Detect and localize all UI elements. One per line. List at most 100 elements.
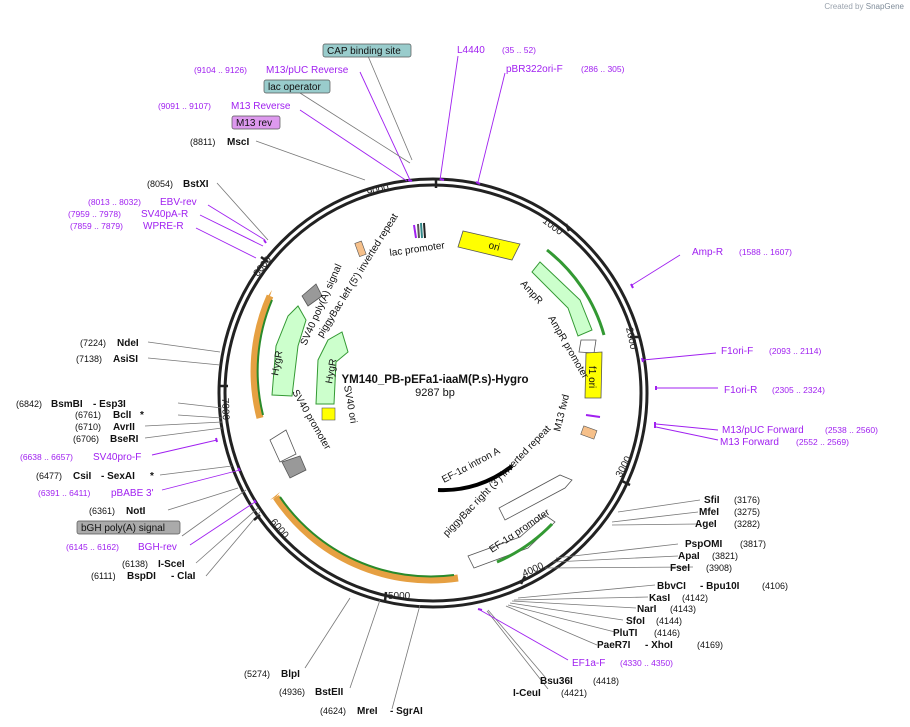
enz-bclI-pos: (6761): [75, 410, 101, 420]
enzymes-left: (8811) MscI (8054) BstXI (7224) NdeI (71…: [16, 137, 249, 582]
enzymes-bottom: Bsu36I (4418) I-CeuI (4421) (5274) BlpI …: [244, 669, 619, 717]
enzymes-right: SfiI (3176) MfeI (3275) AgeI (3282) PspO…: [597, 495, 788, 651]
hygr-b-label: HygR: [324, 358, 339, 385]
backbone-inner-ring: [223, 183, 643, 603]
primer-leader-lines: [151, 55, 719, 661]
primer-m13puc-reverse-pos: (9104 .. 9126): [194, 65, 247, 75]
sv40-polya-box: [301, 283, 323, 307]
primer-sv40pa-r-pos: (7959 .. 7978): [68, 209, 121, 219]
enz-sfoI-pos: (4144): [656, 616, 682, 626]
primer-m13puc-forward: M13/pUC Forward: [722, 425, 804, 436]
primer-marks: [215, 178, 657, 611]
primer-ebv-rev-pos: (8013 .. 8032): [88, 197, 141, 207]
enz-mscI: MscI: [227, 137, 249, 148]
primer-sv40pro-f: SV40pro-F: [93, 452, 141, 463]
enz-bspDI-pos: (6111): [91, 571, 116, 581]
enz-bclI-star: *: [140, 410, 144, 421]
enz-avrII-pos: (6710): [75, 422, 101, 432]
enz-sgrAI: - SgrAI: [390, 706, 423, 717]
bgh-polya-box: [76, 520, 181, 535]
backbone-outer-ring: [217, 177, 649, 609]
enz-i-ceuI-pos: (4421): [561, 688, 587, 698]
enz-i-ceuI: I-CeuI: [513, 688, 541, 699]
enz-pluTI: PluTI: [613, 628, 638, 639]
credit-brand: SnapGene: [865, 2, 904, 11]
enz-ageI: AgeI: [695, 519, 717, 530]
tick-label-7000: 7000: [219, 398, 231, 421]
enz-pluTI-pos: (4146): [654, 628, 680, 638]
enz-bsmbI: BsmBI: [51, 399, 83, 410]
primer-l4440: L4440: [457, 45, 485, 56]
feature-shapes: [250, 222, 606, 584]
ef1a-intron-feature: [437, 464, 514, 493]
enz-apaI: ApaI: [678, 551, 700, 562]
ampr-inner-arc: [546, 248, 606, 336]
box-leader-lines: [181, 55, 413, 537]
boxed-labels: CAP binding site lac operator M13 rev bG…: [76, 43, 412, 535]
enz-esp3I: - Esp3I: [93, 399, 126, 410]
enz-fseI: FseI: [670, 563, 690, 574]
ori-label: ori: [487, 240, 501, 254]
f1ori-label: f1 ori: [586, 366, 597, 388]
enz-mreI-pos: (4624): [320, 706, 346, 716]
lac-cluster: [413, 222, 426, 239]
tick-label-1000: 1000: [540, 216, 565, 238]
ef1a-inner-arc: [496, 522, 554, 564]
primer-sv40pro-f-pos: (6638 .. 6657): [20, 452, 73, 462]
primer-f1ori-r: F1ori-R: [724, 385, 757, 396]
hygr-a-label: HygR: [270, 350, 285, 377]
lac-operator-box: [580, 425, 598, 440]
primer-pbr322ori-f: pBR322ori-F: [506, 64, 563, 75]
primer-m13-reverse-pos: (9091 .. 9107): [158, 101, 211, 111]
enz-mscI-pos: (8811): [190, 137, 215, 147]
primer-bgh-rev: BGH-rev: [138, 542, 177, 553]
tick-label-9000: 9000: [366, 182, 391, 198]
enz-paeR7I-pos: (4169): [697, 640, 723, 650]
plasmid-length: 9287 bp: [415, 387, 455, 399]
cap-binding-site-label: CAP binding site: [327, 46, 401, 57]
enz-ndeI: NdeI: [117, 338, 139, 349]
orf-arrowhead-bottom: [270, 492, 280, 500]
enz-bsu36I: Bsu36I: [540, 676, 573, 687]
primer-f1ori-f-pos: (2093 .. 2114): [769, 346, 821, 356]
enz-mreI: MreI: [357, 706, 378, 717]
enz-i-sceI: I-SceI: [158, 559, 185, 570]
primer-ebv-rev: EBV-rev: [160, 197, 197, 208]
enz-kasI: KasI: [649, 593, 670, 604]
sv40-ori-label: SV40 ori: [341, 385, 358, 425]
enz-pspomI: PspOMI: [685, 539, 722, 550]
orf-arc-bottom: [273, 495, 459, 584]
enz-sexAI-star: *: [150, 471, 154, 482]
hygr-a-feature: [271, 305, 307, 397]
m13-rev-label: M13 rev: [236, 118, 272, 129]
primer-labels: L4440 (35 .. 52) pBR322ori-F (286 .. 305…: [20, 45, 878, 669]
enz-apaI-pos: (3821): [712, 551, 738, 561]
enz-bstEII-pos: (4936): [279, 687, 305, 697]
enz-paeR7I: PaeR7I: [597, 640, 631, 651]
ef1a-promoter-feature: [467, 514, 556, 569]
enz-notI: NotI: [126, 506, 146, 517]
orf-arrowhead-left: [264, 290, 272, 302]
enz-bstxI: BstXI: [183, 179, 209, 190]
enz-bclI: BclI: [113, 410, 132, 421]
sv40-ori-feature: [321, 407, 336, 421]
enz-mfeI: MfeI: [699, 507, 719, 518]
lac-operator-label-box: [263, 79, 331, 94]
enz-kasI-pos: (4142): [682, 593, 708, 603]
cap-binding-site-box: [322, 43, 412, 58]
f1-ori-feature: [584, 351, 603, 399]
enz-bspDI: BspDI: [127, 571, 156, 582]
enz-mfeI-pos: (3275): [734, 507, 760, 517]
enz-sexAI: - SexAI: [101, 471, 135, 482]
primer-bgh-rev-pos: (6145 .. 6162): [66, 542, 119, 552]
enz-bpu10I: - Bpu10I: [700, 581, 740, 592]
enz-csiI-pos: (6477): [36, 471, 62, 481]
primer-l4440-pos: (35 .. 52): [502, 45, 536, 55]
snapgene-credit: Created by SnapGene: [824, 2, 904, 11]
pb-left-box: [354, 240, 367, 257]
tick-label-2000: 2000: [623, 326, 638, 350]
enz-pspomI-pos: (3817): [740, 539, 766, 549]
enz-notI-pos: (6361): [89, 506, 115, 516]
